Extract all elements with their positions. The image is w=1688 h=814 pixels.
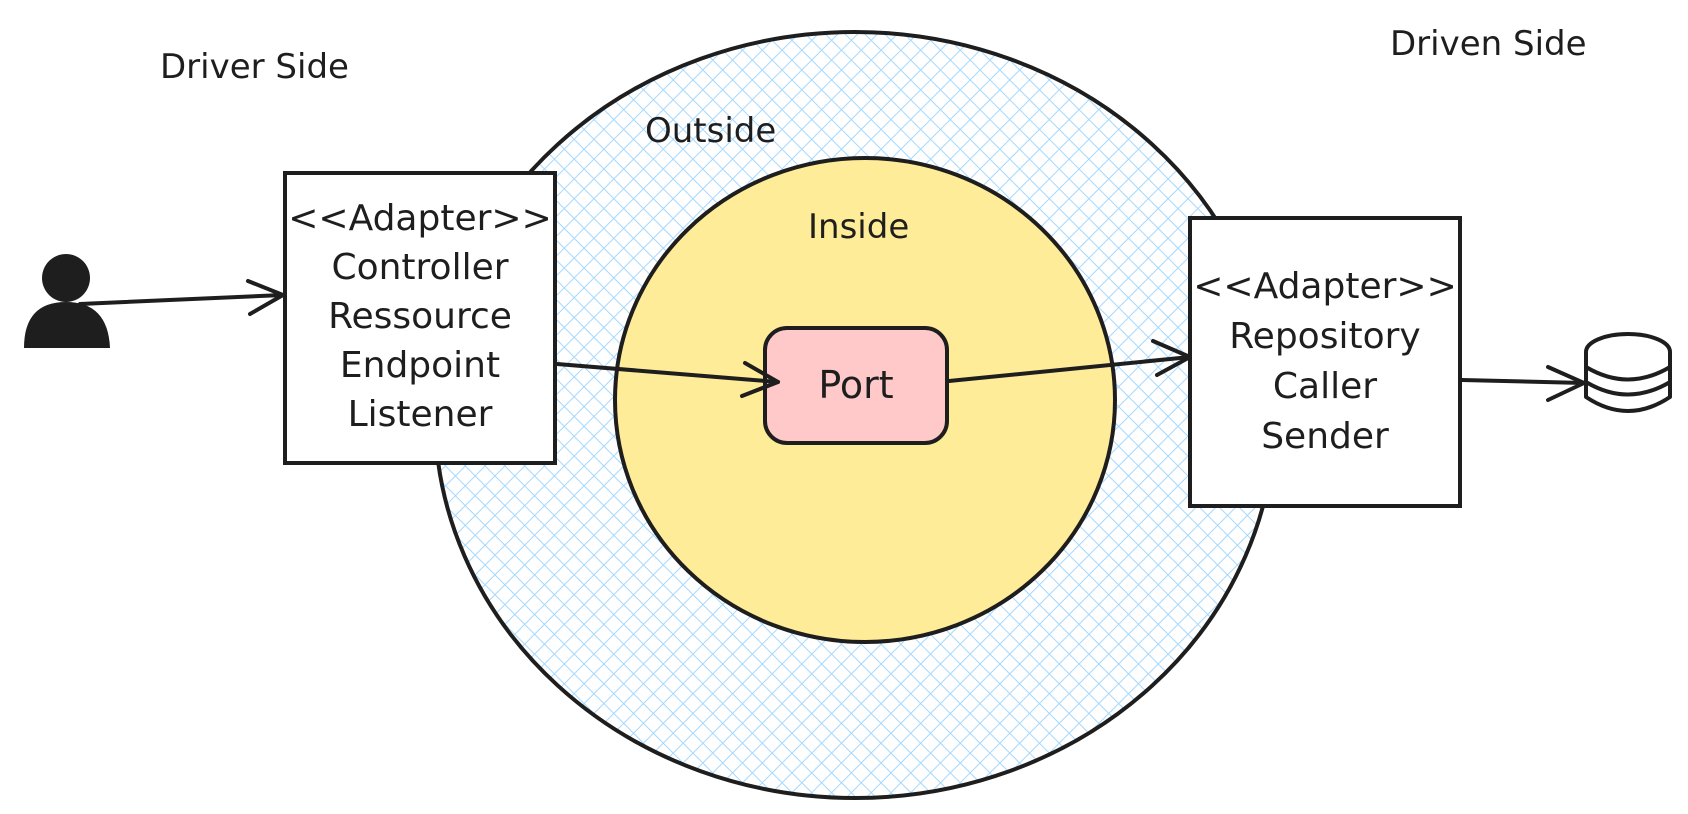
driven-adapter-line-sender: Sender xyxy=(1261,416,1389,457)
arrow-driver-adapter-to-port xyxy=(555,361,780,398)
user-icon xyxy=(24,254,110,348)
driver-side-label: Driver Side xyxy=(160,47,349,87)
arrow-driven-adapter-to-database xyxy=(1460,365,1586,402)
driven-adapter-line-repository: Repository xyxy=(1229,316,1420,357)
driven-adapter-line-caller: Caller xyxy=(1273,366,1377,407)
driven-side-label: Driven Side xyxy=(1390,24,1587,64)
outside-label: Outside xyxy=(645,111,776,151)
port: Port xyxy=(763,326,949,445)
driver-adapter-line-listener: Listener xyxy=(348,394,493,435)
driven-adapter: <<Adapter>> Repository Caller Sender xyxy=(1188,216,1462,508)
inside-label: Inside xyxy=(808,207,909,247)
driven-adapter-box xyxy=(1188,216,1462,508)
driver-adapter-stereotype: <<Adapter>> xyxy=(288,198,551,239)
arrow-user-to-driver-adapter xyxy=(78,279,285,316)
port-label: Port xyxy=(818,363,893,407)
driver-adapter-line-controller: Controller xyxy=(331,247,508,288)
driver-adapter: <<Adapter>> Controller Ressource Endpoin… xyxy=(283,171,557,465)
driver-adapter-line-endpoint: Endpoint xyxy=(340,345,500,386)
driven-adapter-stereotype: <<Adapter>> xyxy=(1193,266,1456,307)
driver-adapter-line-ressource: Ressource xyxy=(328,296,512,337)
database-icon xyxy=(1584,332,1672,413)
driver-adapter-box xyxy=(283,171,557,465)
arrow-port-to-driven-adapter xyxy=(947,339,1192,383)
